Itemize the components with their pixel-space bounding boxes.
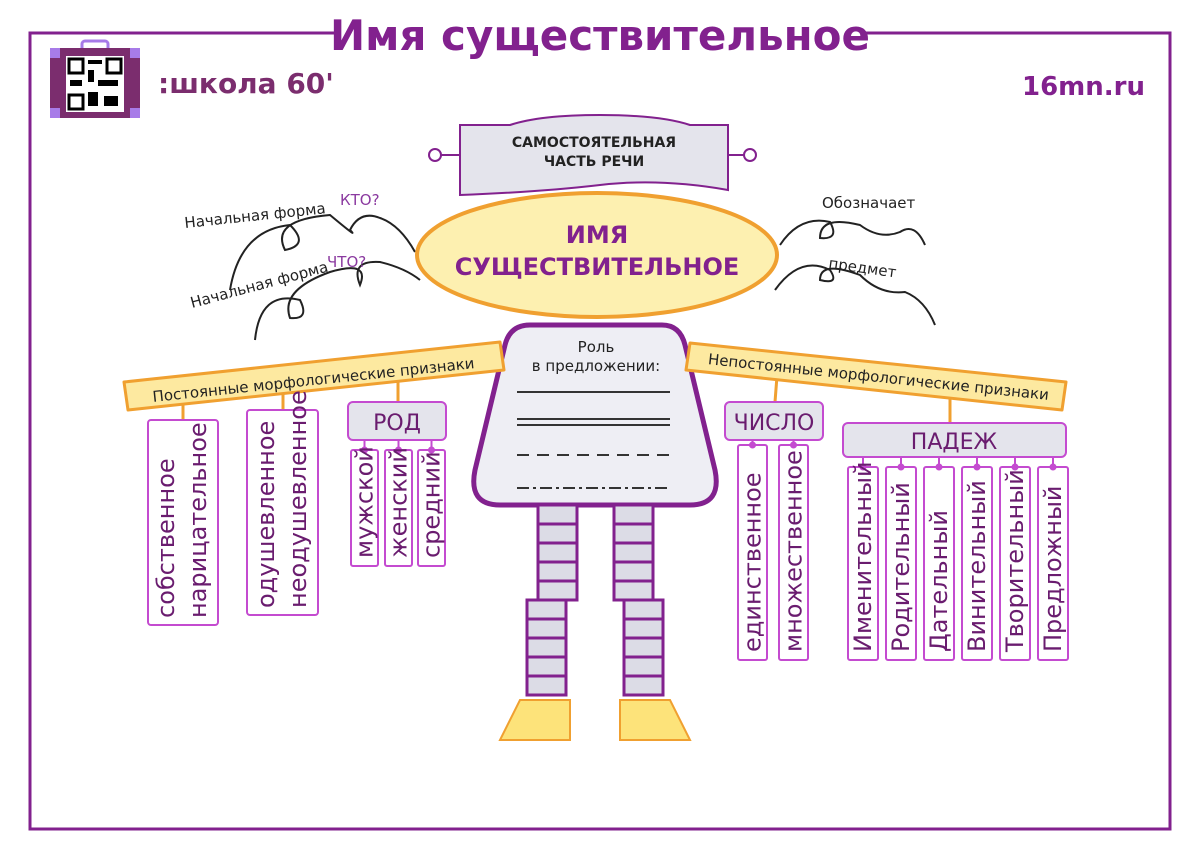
- leg-segment: [536, 541, 579, 564]
- svg-text:САМОСТОЯТЕЛЬНАЯ: САМОСТОЯТЕЛЬНАЯ: [512, 135, 676, 151]
- robot-legs: [525, 503, 665, 697]
- note-initial-form-who: Начальная форма: [184, 199, 327, 232]
- svg-text:одушевленное: одушевленное: [252, 421, 280, 608]
- feature-card-label: мужской: [351, 446, 379, 558]
- animate-inanimate-card: [246, 409, 319, 616]
- gender-box: [347, 401, 447, 441]
- svg-text:нарицательное: нарицательное: [184, 422, 212, 618]
- robot-foot-right: [619, 699, 692, 741]
- svg-text:ПАДЕЖ: ПАДЕЖ: [911, 430, 998, 455]
- leg-segment: [536, 560, 579, 583]
- leg-segment: [525, 655, 568, 678]
- feature-card-label: единственное: [739, 472, 767, 652]
- leg-segment: [536, 579, 579, 602]
- case-box: [842, 422, 1067, 458]
- brand-logo-text: :школа 60': [158, 67, 334, 100]
- variable-features-banner: Непостоянные морфологические признаки: [684, 341, 1068, 412]
- leg-segment: [612, 560, 655, 583]
- feature-card-label: Предложный: [1039, 485, 1067, 652]
- note-question-who: КТО?: [340, 191, 380, 209]
- feature-card-label: средний: [418, 451, 446, 558]
- leg-segment: [525, 598, 568, 621]
- feature-card-label: множественное: [780, 450, 808, 652]
- number-box: [724, 401, 824, 441]
- note-question-what: ЧТО?: [327, 253, 366, 271]
- feature-card-label: Именительный: [849, 461, 877, 652]
- proper-common-card: [147, 419, 219, 626]
- robot-foot-left: [498, 699, 571, 741]
- feature-card-label: Творительный: [1001, 469, 1029, 653]
- center-line1: ИМЯ: [566, 221, 628, 249]
- page-title: Имя существительное: [330, 11, 870, 60]
- body-label-2: в предложении:: [532, 357, 660, 375]
- leg-segment: [622, 598, 665, 621]
- note-denotes: Обозначает: [822, 194, 915, 212]
- leg-segment: [536, 522, 579, 545]
- leg-segment: [622, 617, 665, 640]
- note-initial-form-what: Начальная форма: [188, 258, 330, 312]
- leg-segment: [622, 655, 665, 678]
- feature-card-label: Дательный: [925, 510, 953, 652]
- leg-segment: [612, 503, 655, 526]
- site-link[interactable]: 16mn.ru: [1022, 72, 1145, 102]
- qr-code-suitcase-icon: [50, 39, 140, 118]
- decorative-curls: [229, 213, 936, 341]
- leg-segment: [622, 674, 665, 697]
- feature-card-label: женский: [385, 447, 413, 558]
- svg-text:ЧАСТЬ РЕЧИ: ЧАСТЬ РЕЧИ: [544, 154, 644, 170]
- feature-card-label: Винительный: [963, 480, 991, 652]
- svg-text:неодушевленное: неодушевленное: [284, 390, 312, 608]
- svg-text:РОД: РОД: [373, 411, 421, 436]
- leg-segment: [612, 541, 655, 564]
- svg-text:ЧИСЛО: ЧИСЛО: [734, 411, 815, 436]
- frame-border: [28, 31, 1172, 831]
- noun-ellipse: [415, 191, 779, 319]
- leg-segment: [525, 674, 568, 697]
- constant-features-banner: Постоянные морфологические признаки: [122, 340, 506, 412]
- center-line2: СУЩЕСТВИТЕЛЬНОЕ: [455, 253, 740, 281]
- leg-segment: [525, 617, 568, 640]
- leg-segment: [622, 636, 665, 659]
- body-label-1: Роль: [578, 338, 615, 356]
- leg-segment: [525, 636, 568, 659]
- independent-part-banner: САМОСТОЯТЕЛЬНАЯ ЧАСТЬ РЕЧИ: [428, 113, 757, 197]
- leg-segment: [536, 503, 579, 526]
- feature-card-label: Родительный: [887, 482, 915, 652]
- svg-text:собственное: собственное: [152, 458, 180, 618]
- leg-segment: [612, 579, 655, 602]
- robot-body: [471, 322, 719, 508]
- leg-segment: [612, 522, 655, 545]
- sentence-role-lines: [517, 391, 670, 489]
